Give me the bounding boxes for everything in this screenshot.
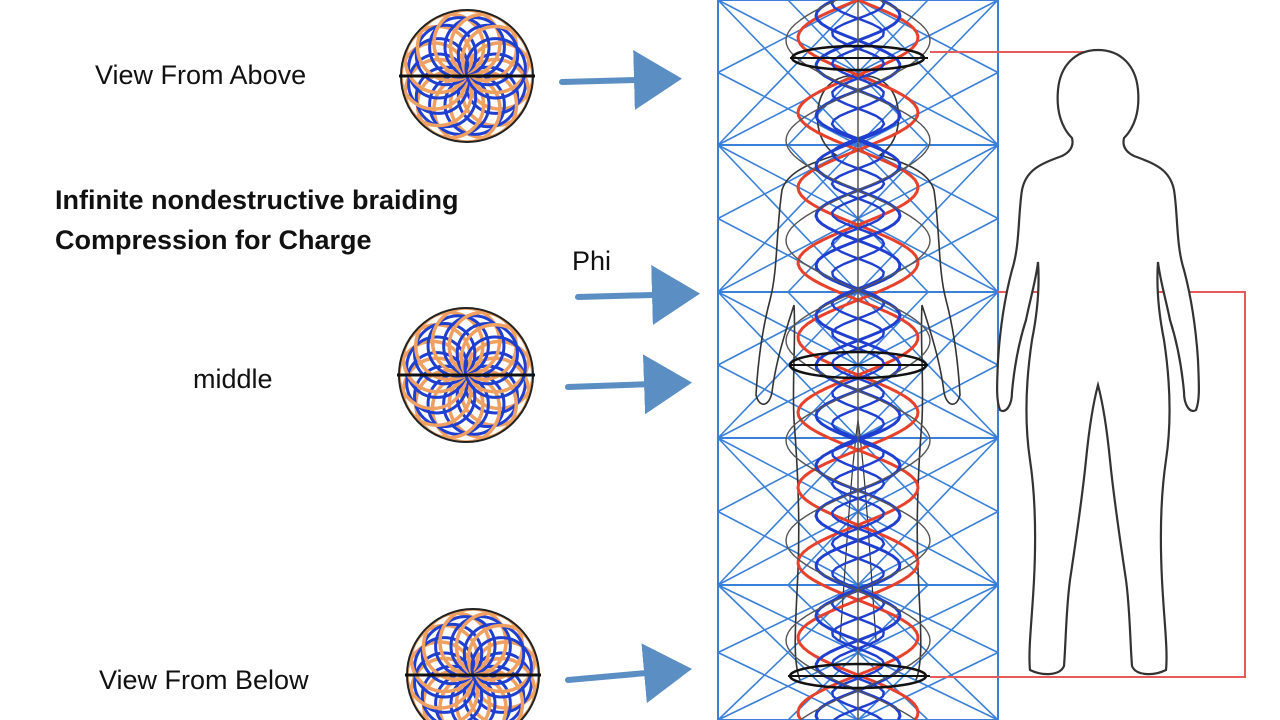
label-view-from-below: View From Below <box>99 665 309 695</box>
arrow-phi <box>575 264 700 325</box>
arrow-middle <box>565 354 692 415</box>
heading-braiding: Infinite nondestructive braiding <box>55 185 459 215</box>
charge-rings <box>788 44 930 690</box>
arrow-below <box>565 643 692 704</box>
rosette-top-view <box>399 9 535 143</box>
rosette-middle-view <box>397 307 535 443</box>
human-silhouette <box>996 48 1200 676</box>
label-phi: Phi <box>572 246 612 276</box>
label-view-from-above: View From Above <box>95 60 307 90</box>
label-middle: middle <box>193 364 273 394</box>
rosette-bottom-view <box>405 608 541 720</box>
braid-strands <box>785 0 931 720</box>
heading-compression: Compression for Charge <box>55 225 372 255</box>
arrow-above <box>559 50 682 110</box>
